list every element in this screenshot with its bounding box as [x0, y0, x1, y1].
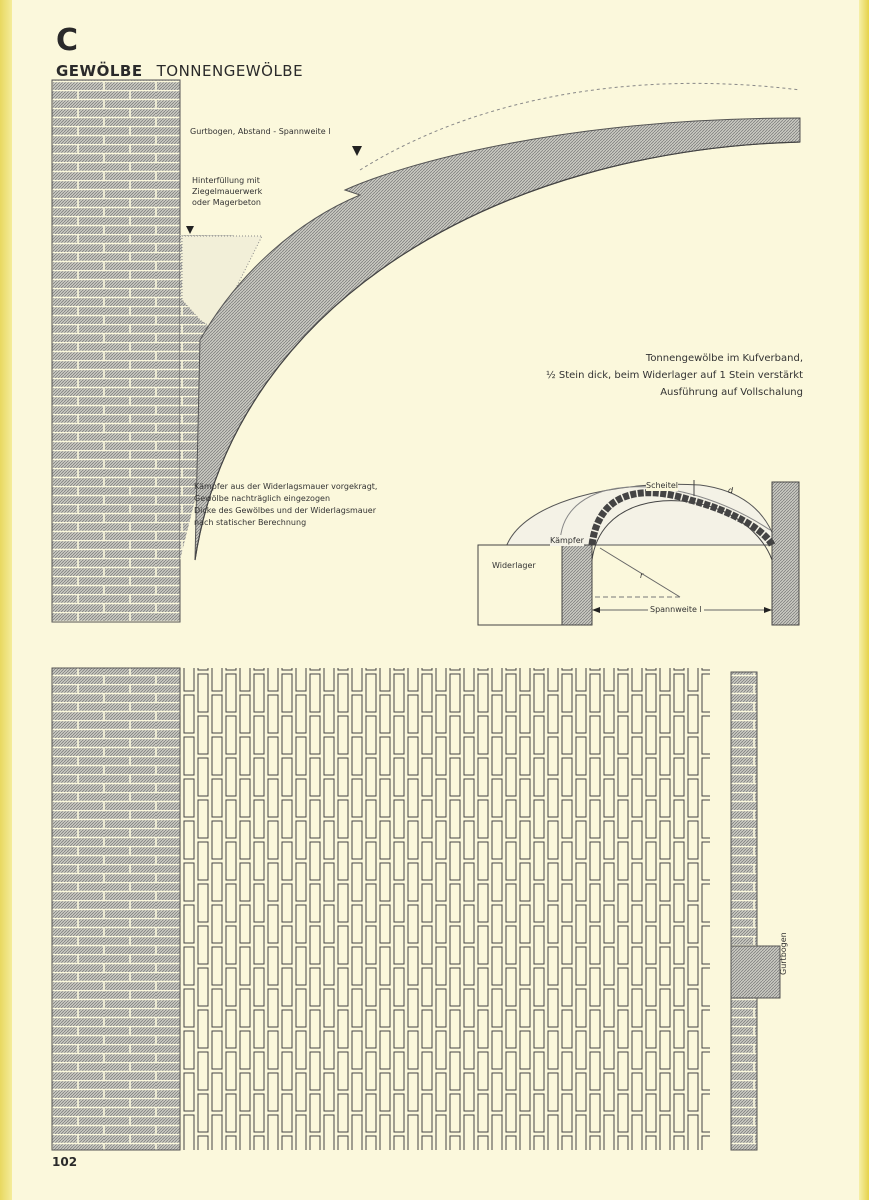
small-vault-diagram	[477, 480, 800, 626]
vault-intrados	[194, 141, 801, 561]
text-line: Gewölbe nachträglich eingezogen	[194, 494, 331, 503]
arrow-gurtbogen	[352, 146, 362, 156]
text-line: Ziegelmauerwerk	[192, 187, 263, 196]
page-edge-left	[0, 0, 12, 1200]
chapter-title: GEWÖLBE	[56, 62, 143, 80]
next-arch-dashed	[359, 82, 801, 171]
label-spannweite: Spannweite l	[648, 604, 704, 615]
label-r: r	[640, 571, 644, 580]
plan-vault-bricks	[180, 668, 710, 1150]
label-d: d	[728, 486, 734, 495]
text-line: nach statischer Berechnung	[194, 518, 307, 527]
page-title: GEWÖLBE TONNENGEWÖLBE	[56, 62, 303, 80]
section-letter: C	[56, 23, 79, 58]
label-plan-gurtbogen: Gurtbogen	[779, 932, 788, 975]
figure-caption: Tonnengewölbe im Kufverband, ½ Stein dic…	[546, 350, 803, 401]
page-edge-right	[859, 0, 869, 1200]
arrow-hinterfuellung	[186, 226, 194, 234]
label-kaempfer-note: Kämpfer aus der Widerlagsmauer vorgekrag…	[194, 481, 377, 529]
text-line: Hinterfüllung mit	[192, 176, 260, 185]
text-line: Kämpfer aus der Widerlagsmauer vorgekrag…	[194, 482, 378, 491]
text-line: ½ Stein dick, beim Widerlager auf 1 Stei…	[546, 370, 803, 381]
text-line: Ausführung auf Vollschalung	[660, 387, 803, 398]
label-hinterfuellung: Hinterfüllung mit Ziegelmauerwerk oder M…	[192, 175, 262, 208]
abutment-wall	[51, 79, 181, 623]
topic-title: TONNENGEWÖLBE	[156, 62, 304, 80]
label-kaempfer: Kämpfer	[550, 535, 584, 546]
plan-gurtbogen	[730, 945, 781, 999]
backfill	[181, 235, 263, 331]
page-number: 102	[52, 1155, 78, 1169]
plan-wall-left	[51, 667, 181, 1151]
text-line: Tonnengewölbe im Kufverband,	[645, 353, 803, 364]
label-widerlager: Widerlager	[492, 561, 536, 570]
text-line: oder Magerbeton	[192, 198, 261, 207]
label-gurtbogen: Gurtbogen, Abstand - Spannweite l	[190, 127, 331, 136]
text-line: Dicke des Gewölbes und der Widerlagsmaue…	[194, 506, 376, 515]
label-scheitel: Scheitel	[646, 480, 678, 491]
plan-pier	[730, 671, 758, 1151]
